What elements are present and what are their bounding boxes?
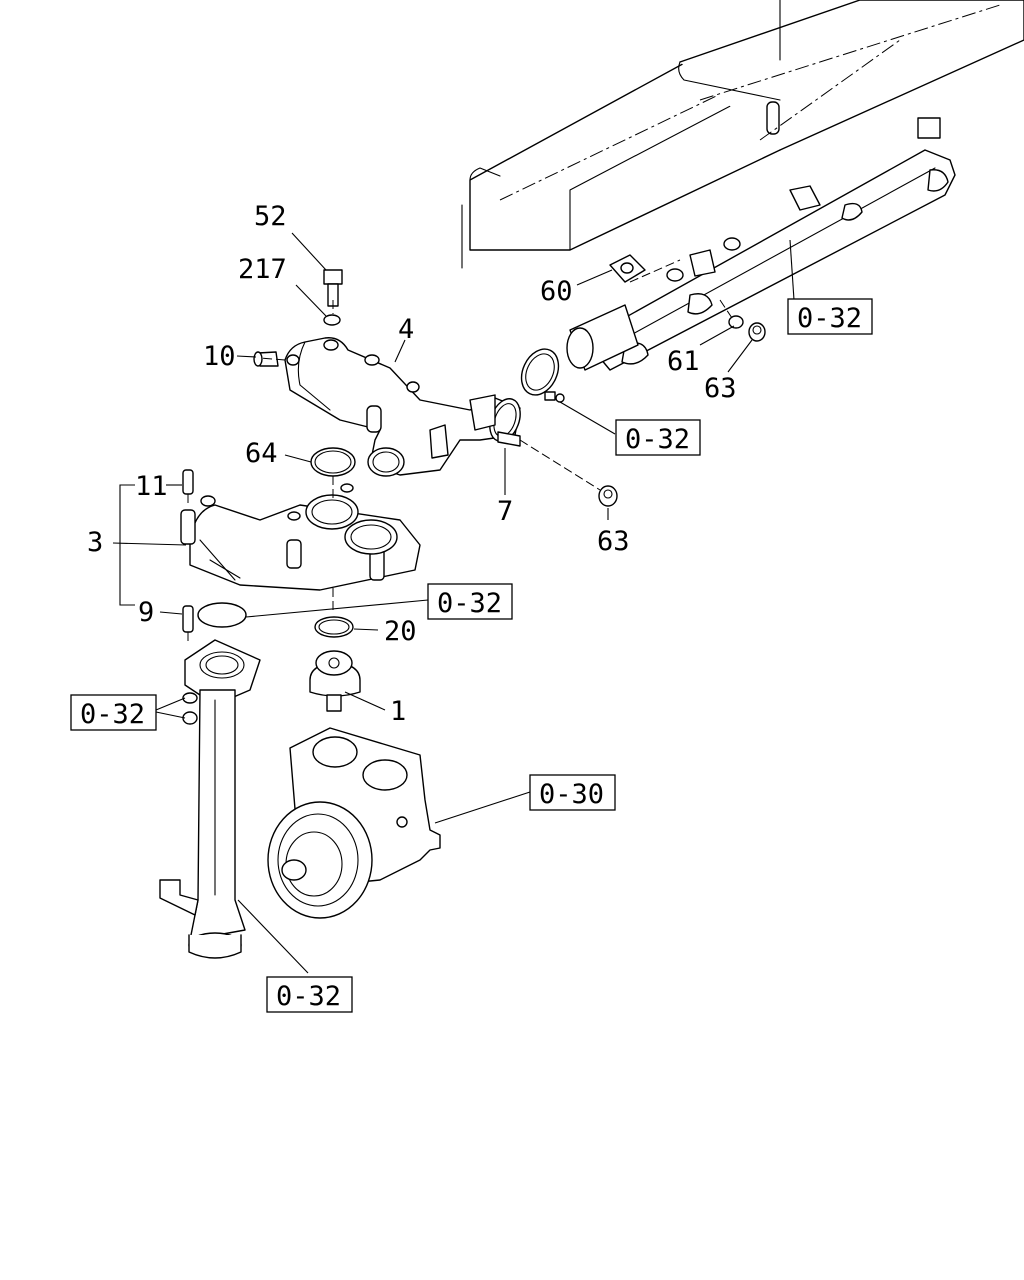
- ref-gasket-label: 0-32: [437, 588, 502, 619]
- ref-pipe-lower: 0-32: [266, 976, 353, 1013]
- ref-gasket: 0-32: [427, 583, 513, 620]
- callout-63-upper: 63: [704, 373, 737, 404]
- callout-1: 1: [390, 696, 406, 727]
- thermostat-housing-3: [180, 483, 421, 591]
- hose-clamp: [520, 348, 565, 403]
- reference-boxes: 0-32 0-32 0-32 0-32 0-30 0-32: [70, 298, 873, 1013]
- callout-20: 20: [384, 616, 417, 647]
- gasket-ring: [197, 602, 247, 628]
- nut-63-upper: [748, 322, 766, 342]
- callout-4: 4: [398, 314, 414, 345]
- callout-10: 10: [203, 341, 236, 372]
- engine-rocker-covers: [461, 0, 1024, 269]
- stud-7: [497, 431, 521, 447]
- callout-3: 3: [87, 527, 103, 558]
- stud-9: [182, 605, 194, 633]
- thermostat-cover-4: [284, 337, 521, 477]
- ref-pipe-upper: 0-32: [787, 298, 873, 335]
- callout-52: 52: [254, 201, 287, 232]
- ref-clamp: 0-32: [615, 419, 701, 456]
- o-ring-64: [310, 447, 356, 477]
- ref-pipe-lower-label: 0-32: [276, 981, 341, 1012]
- thermostat-1: [309, 650, 361, 712]
- callout-63-lower: 63: [597, 526, 630, 557]
- callouts: 52 217 4 10 60 61 63 64 7 63 11 3 9 20 1: [87, 201, 737, 727]
- callout-60: 60: [540, 276, 573, 307]
- callout-9: 9: [138, 597, 154, 628]
- ref-water-pump-label: 0-30: [539, 779, 604, 810]
- callout-64: 64: [245, 438, 278, 469]
- gasket-60: [609, 254, 646, 283]
- callout-61: 61: [667, 346, 700, 377]
- ref-washers: 0-32: [70, 694, 157, 731]
- callout-217: 217: [238, 254, 287, 285]
- ref-water-pump: 0-30: [529, 774, 616, 811]
- ref-washers-label: 0-32: [80, 699, 145, 730]
- callout-11: 11: [135, 471, 168, 502]
- pipe-washers: [182, 692, 198, 725]
- water-pipe-lower: [159, 639, 261, 959]
- ref-clamp-label: 0-32: [625, 424, 690, 455]
- nut-63-lower: [598, 485, 618, 507]
- water-pump: [267, 727, 441, 919]
- callout-7: 7: [497, 496, 513, 527]
- bolt-52: [323, 269, 343, 307]
- washer-61: [728, 315, 744, 329]
- stud-11: [182, 469, 194, 495]
- o-ring-20: [314, 616, 354, 638]
- washer-217: [323, 314, 341, 326]
- sensor-10: [253, 351, 279, 367]
- ref-pipe-upper-label: 0-32: [797, 303, 862, 334]
- water-pipe-upper: [566, 117, 956, 371]
